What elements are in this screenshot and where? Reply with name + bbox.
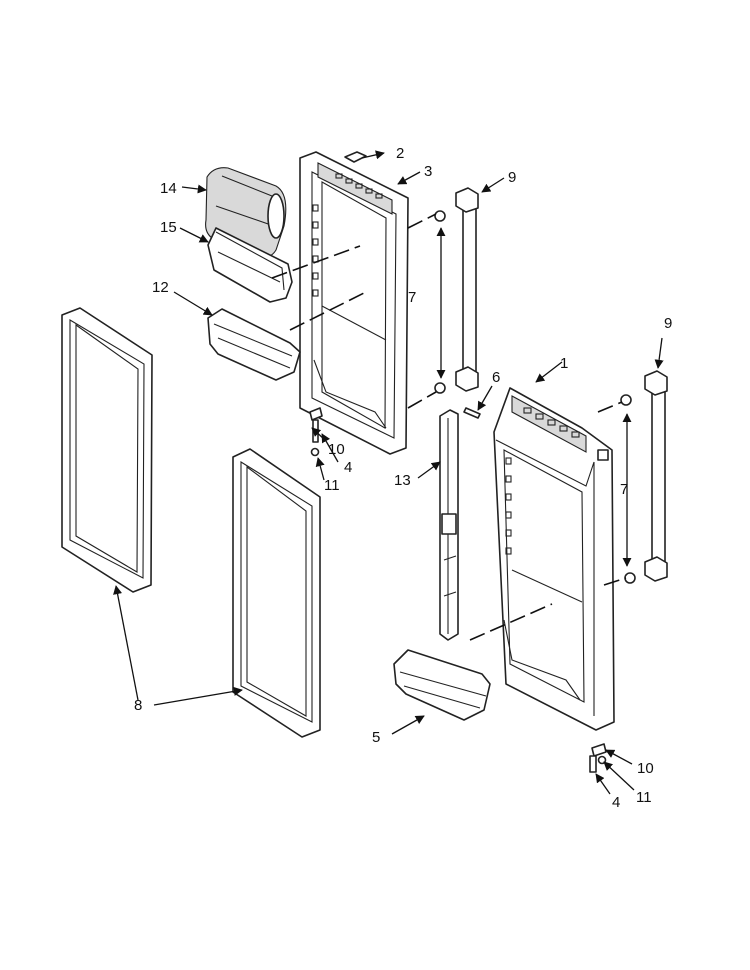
trim-screw: [463, 407, 481, 419]
leader-lines: [113, 150, 664, 795]
callout-10-upper: 10: [328, 441, 345, 458]
callout-9-upper: 9: [508, 169, 516, 186]
lower-door-liner: [493, 387, 615, 731]
callout-8: 8: [134, 697, 142, 714]
callout-4-upper: 4: [344, 459, 352, 476]
callout-12: 12: [152, 279, 169, 296]
lower-door-handle: [620, 370, 668, 584]
door-cap: [344, 151, 367, 163]
dairy-compartment-bin: [207, 227, 293, 303]
callout-2: 2: [396, 145, 404, 162]
upper-door-handle: [434, 187, 479, 394]
upper-door-bin: [207, 308, 301, 381]
callout-9-lower: 9: [664, 315, 672, 332]
door-trim-bar: [439, 409, 459, 641]
callout-7-upper: 7: [408, 289, 416, 306]
callout-6: 6: [492, 369, 500, 386]
callout-15: 15: [160, 219, 177, 236]
callout-11-lower: 11: [636, 789, 652, 806]
callout-1: 1: [560, 355, 568, 372]
door-gasket-right: [232, 448, 321, 738]
callout-7-lower: 7: [620, 481, 628, 498]
callout-labels: 1 2 3 4 4 5 6 7 7 8 9 9 10 10 11 11 12 1…: [134, 145, 672, 811]
callout-14: 14: [160, 180, 177, 197]
door-gasket-left: [61, 307, 153, 593]
upper-door-liner: [299, 151, 409, 455]
lower-door-bin: [393, 649, 491, 721]
callout-4-lower: 4: [612, 794, 620, 811]
dimension-arrows: [436, 227, 632, 567]
assembly-guide-lines: [271, 213, 627, 641]
callout-13: 13: [394, 472, 411, 489]
callout-11-upper: 11: [324, 477, 340, 494]
callout-3: 3: [424, 163, 432, 180]
callout-5: 5: [372, 729, 380, 746]
lower-hinge-hardware: [589, 743, 607, 773]
callout-10-lower: 10: [637, 760, 654, 777]
